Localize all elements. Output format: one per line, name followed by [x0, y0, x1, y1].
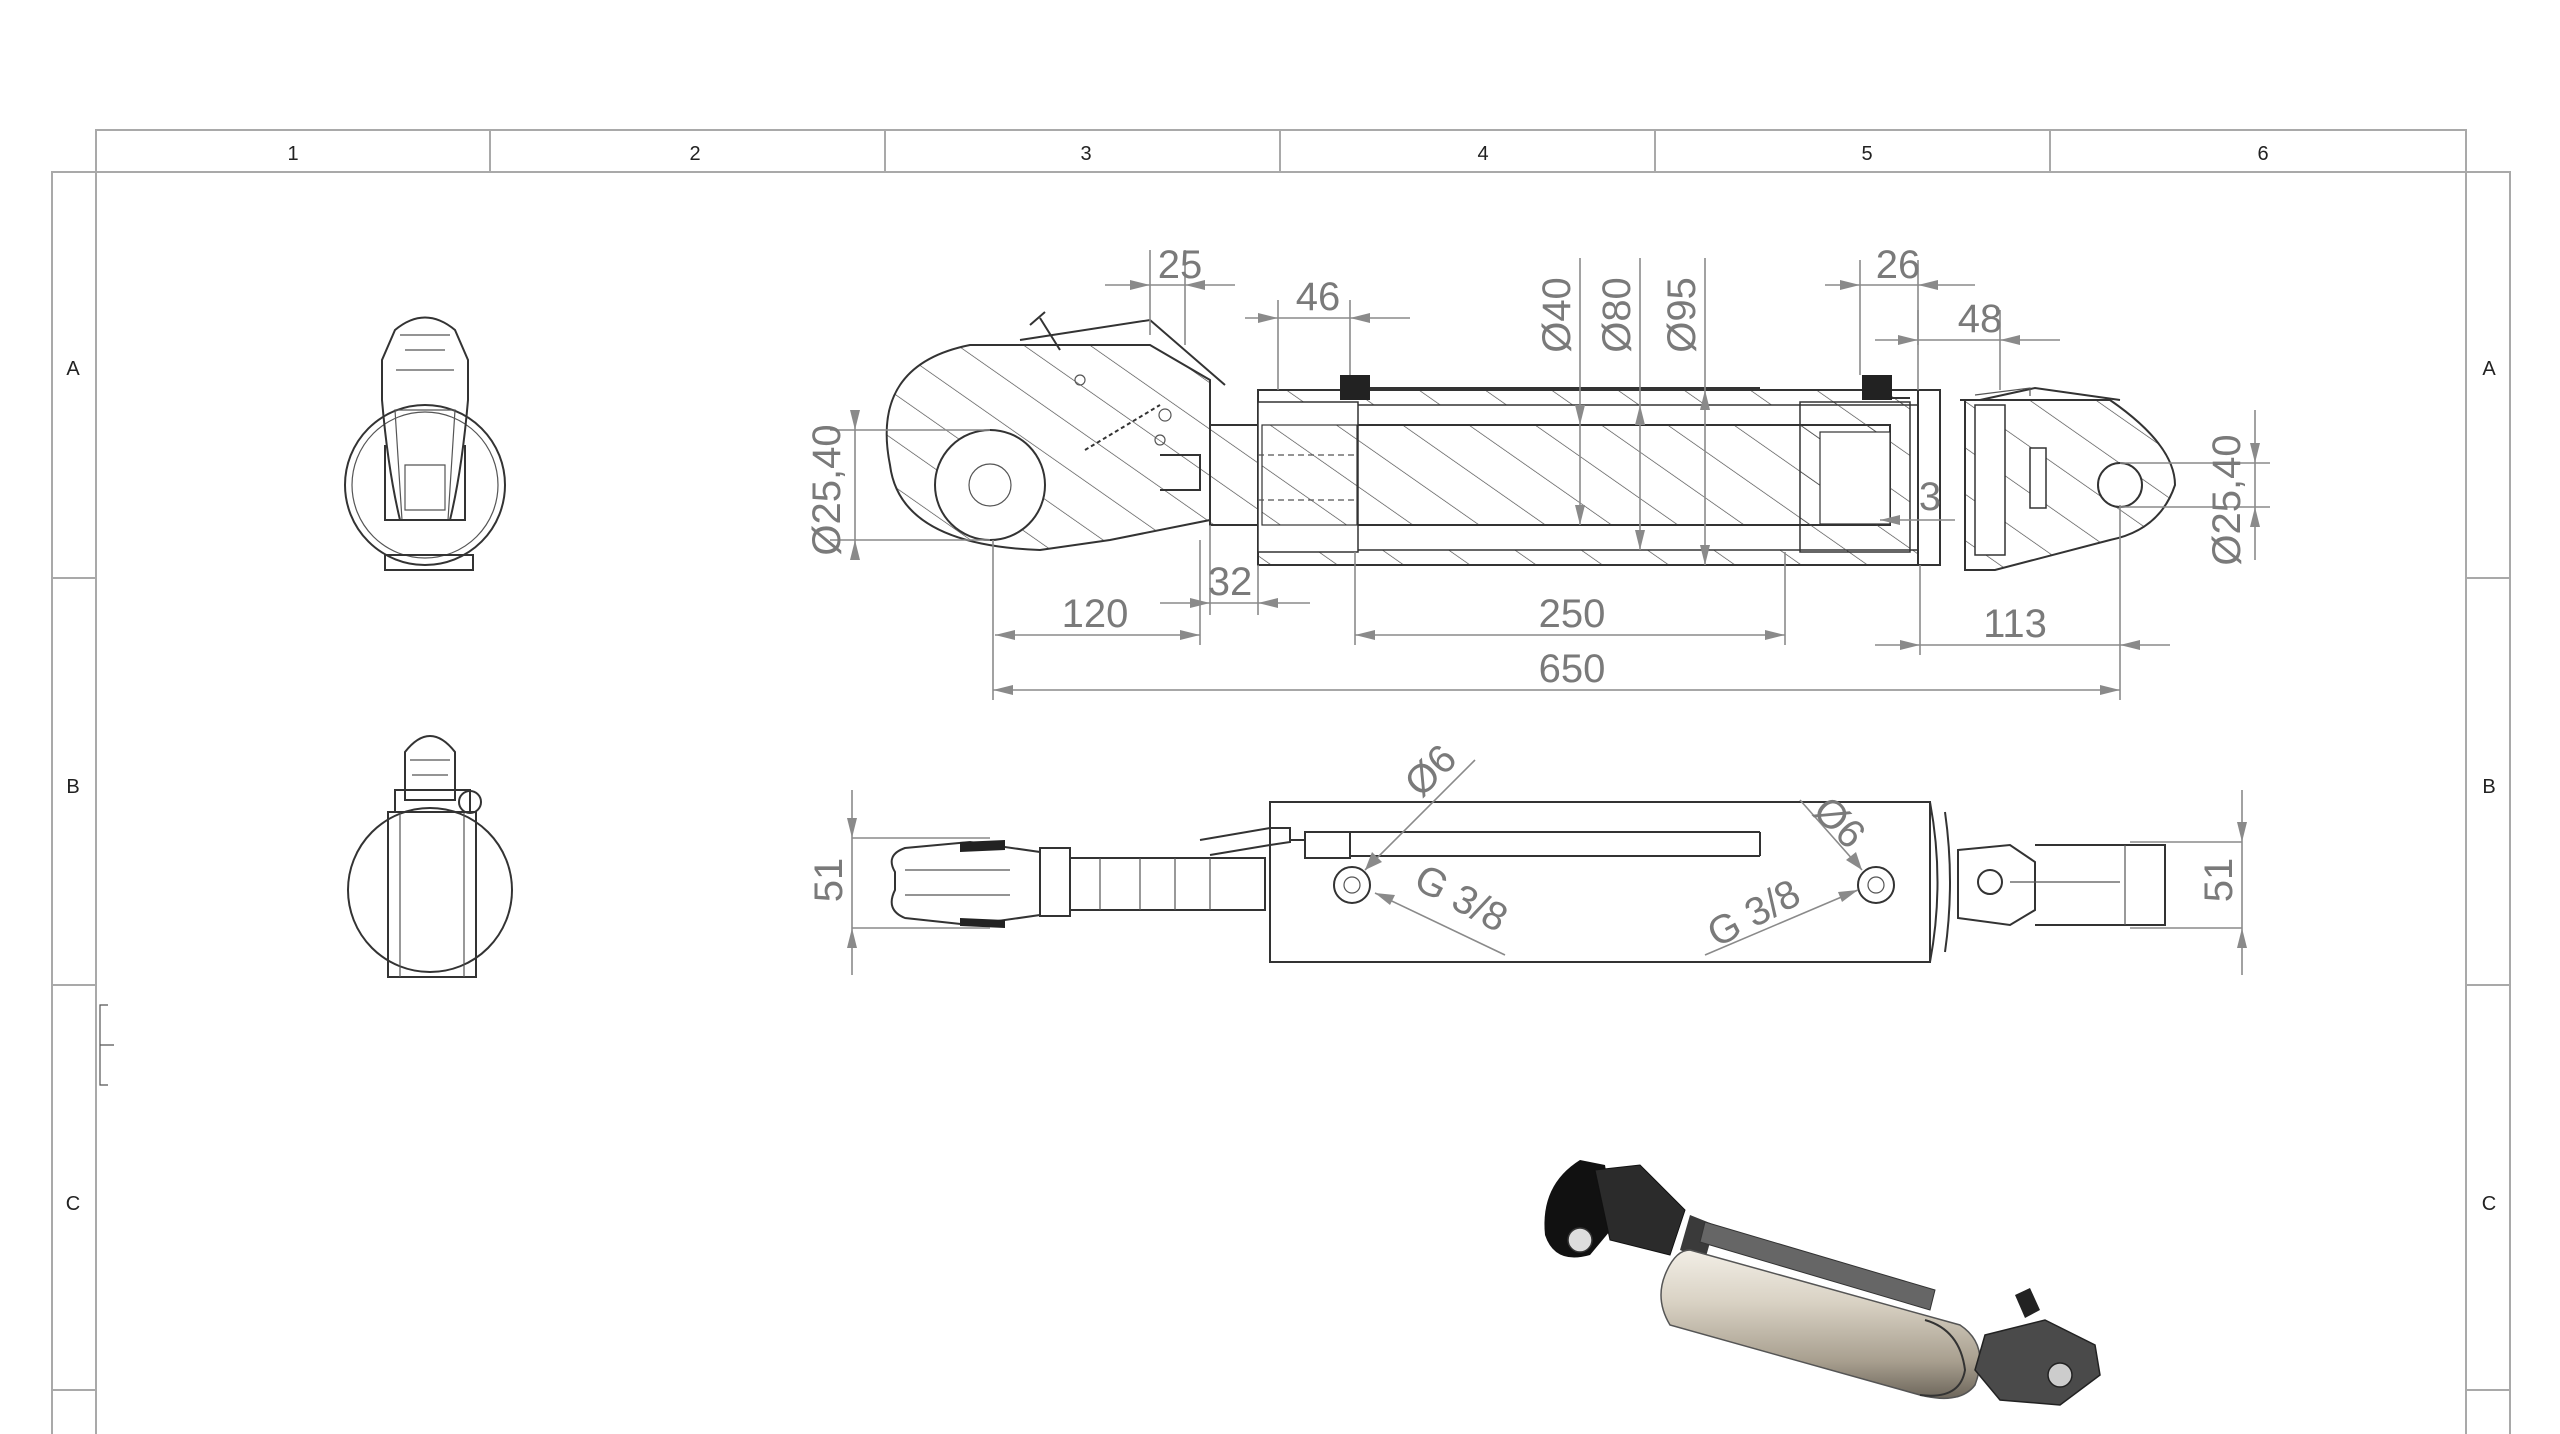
dim-113: 113 [1983, 602, 2047, 646]
sheet-frame [51, 129, 2511, 1434]
dim-650: 650 [1539, 647, 1606, 691]
dim-port-right-dia: Ø6 [1805, 788, 1874, 857]
isometric-view [1544, 1160, 2101, 1406]
dim-port-right-thread: G 3/8 [1700, 871, 1807, 956]
zone-col-3: 3 [1080, 143, 1091, 165]
dim-dia-95: Ø95 [1660, 277, 1704, 353]
zone-col-4: 4 [1477, 143, 1488, 165]
zone-col-5: 5 [1861, 143, 1872, 165]
dim-side-right-51: 51 [2197, 858, 2241, 903]
dim-46: 46 [1296, 275, 1341, 319]
zone-row-a-left: A [66, 358, 80, 380]
end-view-bottom [347, 735, 513, 978]
zone-row-a-right: A [2482, 358, 2496, 380]
dim-25: 25 [1158, 243, 1203, 287]
dim-26: 26 [1876, 243, 1921, 287]
zone-col-2: 2 [689, 143, 700, 165]
zone-row-b-left: B [66, 776, 79, 798]
zone-labels: 1 2 3 4 5 6 A B C A B C [66, 143, 2497, 1215]
dim-right-pin-dia: Ø25,40 [2205, 434, 2249, 565]
dim-port-left-dia: Ø6 [1396, 736, 1465, 805]
dimension-arrows [847, 280, 2260, 948]
dim-48: 48 [1958, 297, 2003, 341]
zone-row-b-right: B [2482, 776, 2495, 798]
dim-250: 250 [1539, 592, 1606, 636]
side-view [890, 801, 2166, 963]
dim-port-left-thread: G 3/8 [1408, 856, 1515, 941]
dim-120: 120 [1062, 592, 1129, 636]
section-view [885, 311, 2177, 571]
dim-left-pin-dia: Ø25,40 [805, 424, 849, 555]
dim-dia-80: Ø80 [1595, 277, 1639, 353]
zone-col-1: 1 [287, 143, 298, 165]
zone-row-c-right: C [2482, 1193, 2496, 1215]
end-view-top [344, 316, 506, 571]
dim-32: 32 [1208, 560, 1253, 604]
zone-row-c-left: C [66, 1193, 80, 1215]
zone-col-6: 6 [2257, 143, 2268, 165]
dim-dia-40: Ø40 [1535, 277, 1579, 353]
dim-side-left-51: 51 [807, 858, 851, 903]
dim-3: 3 [1919, 475, 1941, 519]
section-dimensions: 25 46 Ø40 Ø80 Ø95 26 48 Ø25,40 Ø25,40 [805, 243, 2270, 700]
